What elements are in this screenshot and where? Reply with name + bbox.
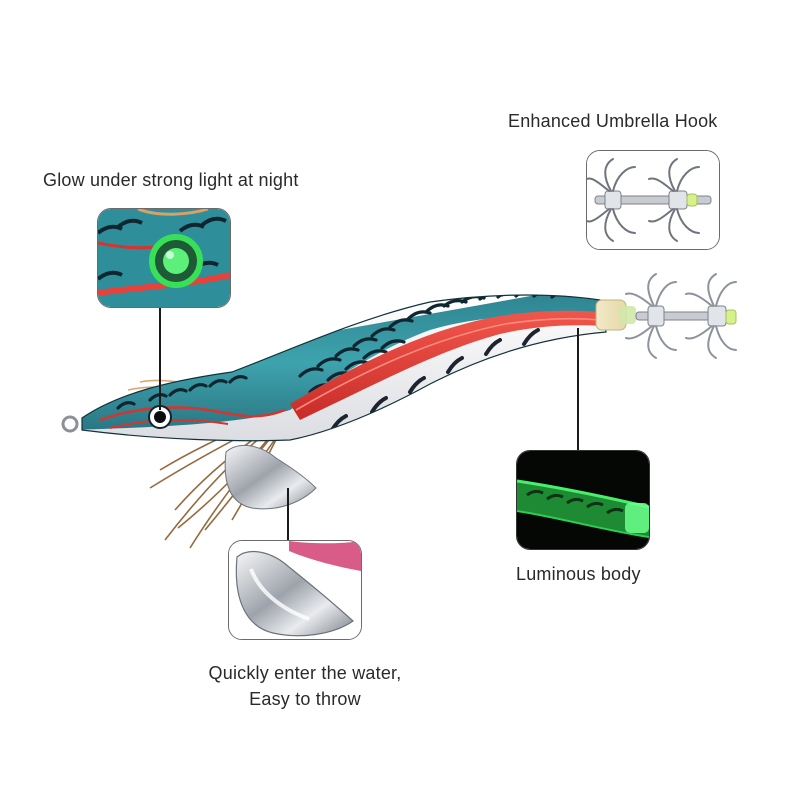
sinker-callout-line1: Quickly enter the water,: [208, 663, 402, 683]
umbrella-hook-icon: [625, 273, 737, 359]
hook-callout-label: Enhanced Umbrella Hook: [508, 111, 718, 131]
luminous-callout-label: Luminous body: [516, 564, 641, 584]
sinker-callout-label: Quickly enter the water, Easy to throw: [175, 660, 435, 712]
hook-inset: [586, 150, 720, 250]
luminous-body-inset: [516, 450, 650, 550]
eye-icon: [148, 405, 172, 429]
glow-eye-inset: [97, 208, 231, 308]
glow-callout-label: Glow under strong light at night: [43, 170, 299, 190]
lead-sinker-icon: [224, 444, 317, 510]
sinker-inset: [228, 540, 362, 640]
line-eye-icon: [61, 415, 79, 433]
sinker-callout-line2: Easy to throw: [249, 689, 361, 709]
